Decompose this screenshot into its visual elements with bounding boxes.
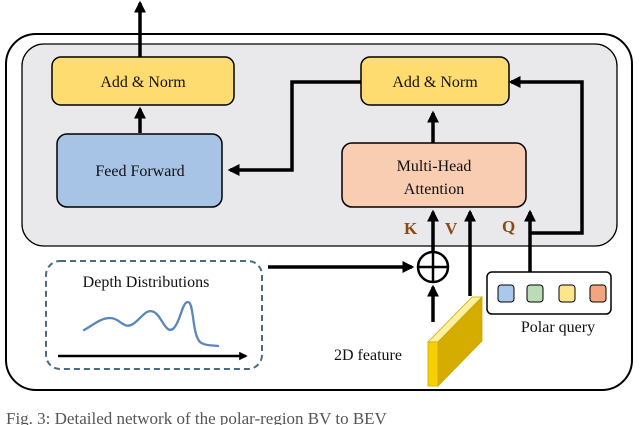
add-norm-right-block: Add & Norm [360,56,510,106]
k-label: K [404,219,418,238]
feed-forward-block: Feed Forward [56,133,223,208]
figure-caption: Fig. 3: Detailed network of the polar-re… [6,409,388,425]
query-token [589,284,607,303]
feed-forward-label: Feed Forward [95,163,184,180]
depth-distributions-box: Depth Distributions [45,260,263,370]
mha-label-line1: Multi-Head [397,158,472,175]
feature-label: 2D feature [334,347,402,364]
add-norm-left-block: Add & Norm [51,56,235,106]
multi-head-attention-block: Multi-Head Attention [341,142,527,208]
plus-icon [416,250,450,284]
depth-distributions-title: Depth Distributions [83,274,210,291]
feature-map-icon [427,296,483,387]
query-token [497,284,515,303]
depth-curve [82,300,220,348]
polar-query-box [486,271,612,315]
mha-label-line2: Attention [404,181,464,198]
polar-query-label: Polar query [521,319,595,336]
query-token [526,284,544,303]
addnorm-to-ff-arrow [227,80,362,176]
residual-arrow [508,76,584,235]
add-norm-left-label: Add & Norm [100,74,186,91]
query-token [558,284,576,303]
add-norm-right-label: Add & Norm [392,74,478,91]
q-label: Q [502,217,515,236]
v-label: V [445,219,458,238]
